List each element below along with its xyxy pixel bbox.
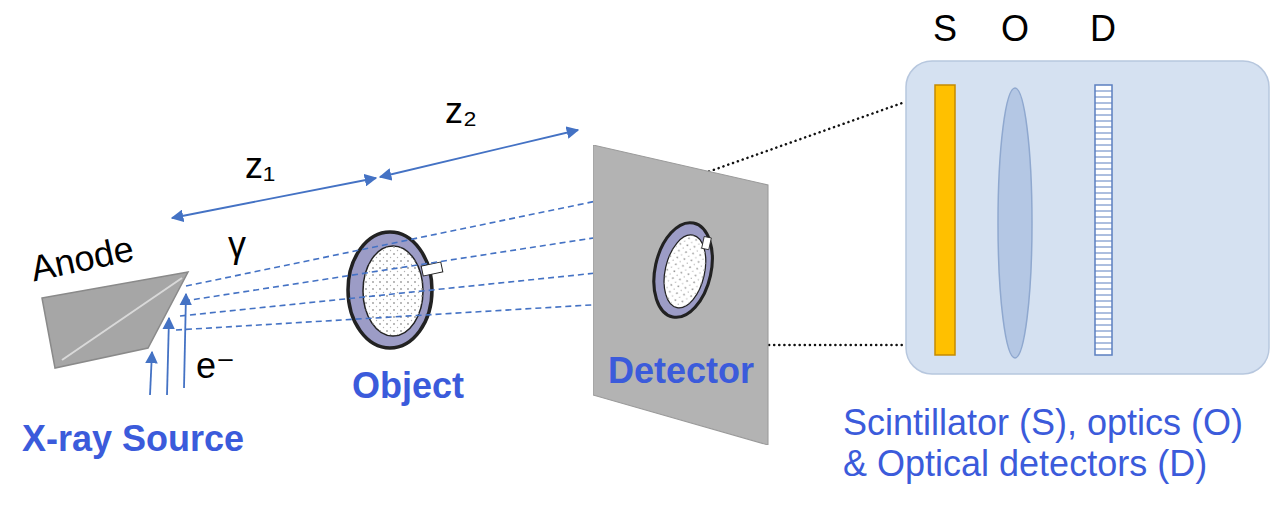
scintillator <box>935 85 955 355</box>
object-ring <box>348 232 443 348</box>
distance-arrow <box>172 130 578 218</box>
distance-label: z₁ <box>245 145 275 186</box>
detector-inset: SODScintillator (S), optics (O) & Optica… <box>905 60 1270 375</box>
radiation-symbol: γ <box>228 224 246 265</box>
anode <box>42 272 188 368</box>
object-image <box>645 217 720 322</box>
detector-plate-shape <box>593 145 768 445</box>
electron-beam <box>150 294 186 395</box>
component-letter: D <box>1090 8 1116 49</box>
optical-detector <box>1095 85 1112 355</box>
plate-shape <box>593 145 769 445</box>
detector-plate: Detector <box>593 145 769 445</box>
part-name: Anode <box>27 228 137 290</box>
component-letter: S <box>933 8 957 49</box>
electron-symbol: e⁻ <box>196 345 235 386</box>
lens <box>998 88 1032 358</box>
part-name: Detector <box>608 350 754 391</box>
inset-panel <box>906 61 1269 374</box>
component-letter: O <box>1001 8 1029 49</box>
part-name: X-ray Source <box>22 418 244 459</box>
caption-text: Scintillator (S), optics (O) & Optical d… <box>843 402 1268 485</box>
distance-label: z₂ <box>445 90 477 131</box>
part-name: Object <box>352 365 464 406</box>
panel-shape <box>905 60 1270 375</box>
x-ray-beam <box>176 192 645 330</box>
